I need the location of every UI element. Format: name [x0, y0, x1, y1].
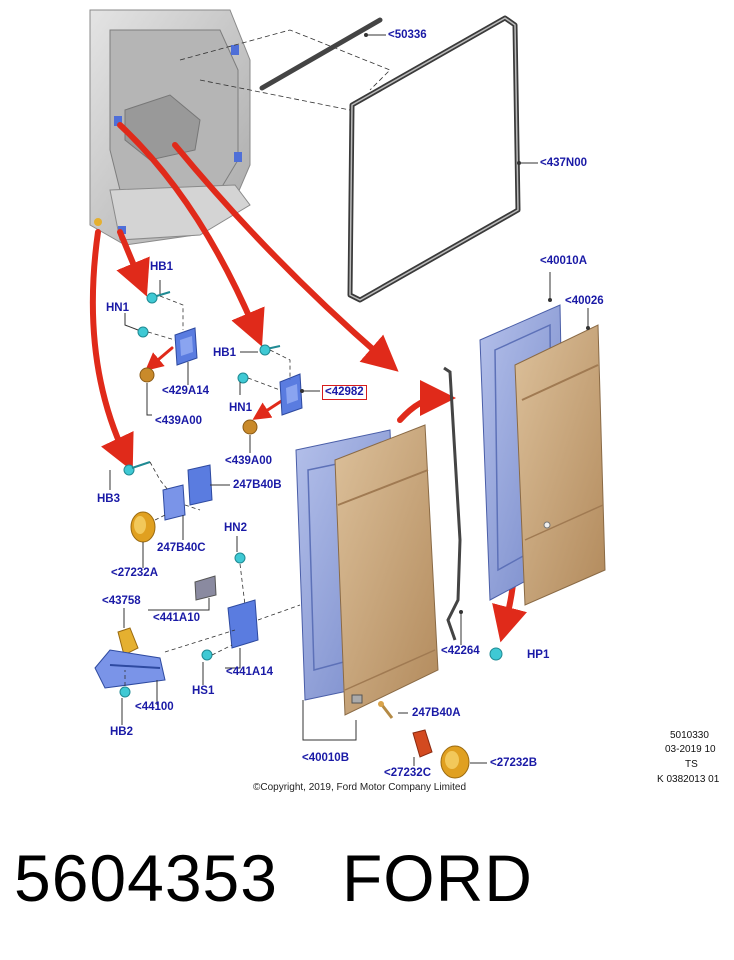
- part-label-40010b: <40010B: [302, 752, 349, 764]
- bolt-icon: [237, 344, 281, 384]
- plug-icon: [139, 367, 155, 383]
- callout-arrow-icon: [89, 122, 527, 643]
- reference-code: 5010330: [670, 730, 709, 741]
- part-label-27232c: <27232C: [384, 767, 431, 779]
- part-label-27232b: <27232B: [490, 757, 537, 769]
- part-label-247b40a: 247B40A: [412, 707, 461, 719]
- part-label-441a14: <441A14: [226, 666, 273, 678]
- part-label-27232a: <27232A: [111, 567, 158, 579]
- hinge-icon: [174, 327, 198, 366]
- part-label-hb2: HB2: [110, 726, 134, 738]
- reference-initials: TS: [685, 759, 698, 770]
- part-label-44100: <44100: [135, 701, 174, 713]
- lamp-icon: [412, 729, 470, 779]
- footer-part-number: 5604353: [14, 841, 278, 915]
- part-label-hs1: HS1: [192, 685, 215, 697]
- part-label-247b40b: 247B40B: [233, 479, 282, 491]
- part-label-hn1-top: HN1: [106, 302, 130, 314]
- footer-brand: FORD: [341, 841, 533, 915]
- rear-door-icon: [295, 424, 439, 716]
- plug-icon: [242, 419, 258, 435]
- bolt-icon: [123, 461, 151, 476]
- bolt-icon: [378, 701, 394, 719]
- door-seal-icon: [347, 15, 521, 303]
- part-label-429a14: <429A14: [162, 385, 209, 397]
- part-label-hb3: HB3: [97, 493, 121, 505]
- part-label-247b40c: 247B40C: [157, 542, 206, 554]
- part-label-50336: <50336: [388, 29, 427, 41]
- check-strap-icon: [94, 575, 259, 689]
- part-label-40026: <40026: [565, 295, 604, 307]
- rear-door-icon: [479, 304, 606, 606]
- reference-date: 03-2019 10: [665, 744, 716, 755]
- bolt-icon: [119, 552, 246, 698]
- footer-part-title: 5604353 FORD: [14, 840, 533, 916]
- upper-seal-strip-icon: [259, 17, 383, 91]
- part-label-439a00-mid: <439A00: [225, 455, 272, 467]
- alignment-lines-top: [179, 29, 391, 111]
- part-label-hb1-mid: HB1: [213, 347, 237, 359]
- part-label-439a00-left: <439A00: [155, 415, 202, 427]
- hinge-icon: [279, 373, 303, 416]
- copyright-notice: ©Copyright, 2019, Ford Motor Company Lim…: [253, 782, 467, 793]
- part-label-441a10: <441A10: [153, 612, 200, 624]
- part-label-42982-highlighted: <42982: [322, 385, 367, 400]
- reference-sheet: K 0382013 01: [657, 774, 720, 785]
- part-label-42264: <42264: [441, 645, 480, 657]
- part-label-hn1-mid: HN1: [229, 402, 253, 414]
- lamp-icon: [130, 511, 156, 543]
- van-rear-body-icon: [89, 9, 251, 246]
- bolt-icon: [137, 291, 171, 338]
- door-seal-icon: [443, 366, 462, 641]
- hinge-icon: [162, 464, 213, 521]
- part-label-hp1: HP1: [527, 649, 550, 661]
- part-label-hb1-top: HB1: [150, 261, 174, 273]
- part-label-hn2: HN2: [224, 522, 248, 534]
- part-label-40010a: <40010A: [540, 255, 587, 267]
- plug-icon: [489, 647, 503, 661]
- part-label-437n00: <437N00: [540, 157, 587, 169]
- part-label-43758: <43758: [102, 595, 141, 607]
